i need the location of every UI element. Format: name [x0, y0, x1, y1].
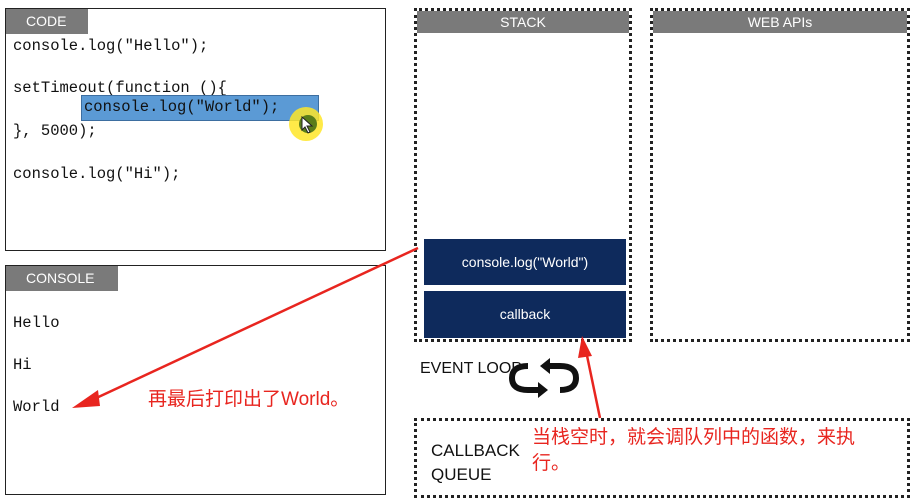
stack-header: STACK [417, 11, 629, 33]
stack-panel: STACK console.log("World") callback [414, 8, 632, 342]
console-output-line: Hello [13, 314, 60, 332]
code-panel: CODE console.log("Hello"); setTimeout(fu… [5, 8, 386, 251]
arrow-head-icon [578, 336, 592, 358]
code-selection-highlight [81, 95, 319, 121]
arrow-head-icon [72, 390, 100, 408]
code-line-3[interactable]: console.log("World"); [84, 98, 280, 116]
stack-annotation-line2: 行。 [532, 453, 571, 474]
annotation-arrows [72, 246, 602, 419]
web-apis-panel: WEB APIs [650, 8, 910, 342]
mouse-cursor-icon [301, 116, 314, 134]
console-panel: CONSOLE Hello Hi World [5, 265, 386, 495]
code-line-1: console.log("Hello"); [13, 37, 209, 55]
stack-frame-console-log: console.log("World") [424, 239, 626, 285]
arrow-to-stack-line [583, 345, 602, 419]
callback-queue-label: CALLBACK QUEUE [431, 441, 520, 484]
event-loop-label: EVENT LOOP [420, 360, 522, 377]
console-output-line: Hi [13, 356, 32, 374]
arrow-to-world-line [91, 246, 419, 402]
console-panel-label: CONSOLE [6, 266, 118, 291]
code-line-5: console.log("Hi"); [13, 165, 181, 183]
world-annotation: 再最后打印出了World。 [148, 389, 350, 410]
console-output-line: World [13, 398, 60, 416]
code-line-4: }, 5000); [13, 122, 97, 140]
web-apis-header: WEB APIs [653, 11, 907, 33]
stack-frame-callback: callback [424, 291, 626, 338]
loop-arrows-icon [508, 358, 580, 398]
code-line-2: setTimeout(function (){ [13, 79, 227, 97]
code-panel-label: CODE [6, 9, 88, 34]
stack-annotation-line1: 当栈空时，就会调队列中的函数，来执 [532, 427, 856, 448]
